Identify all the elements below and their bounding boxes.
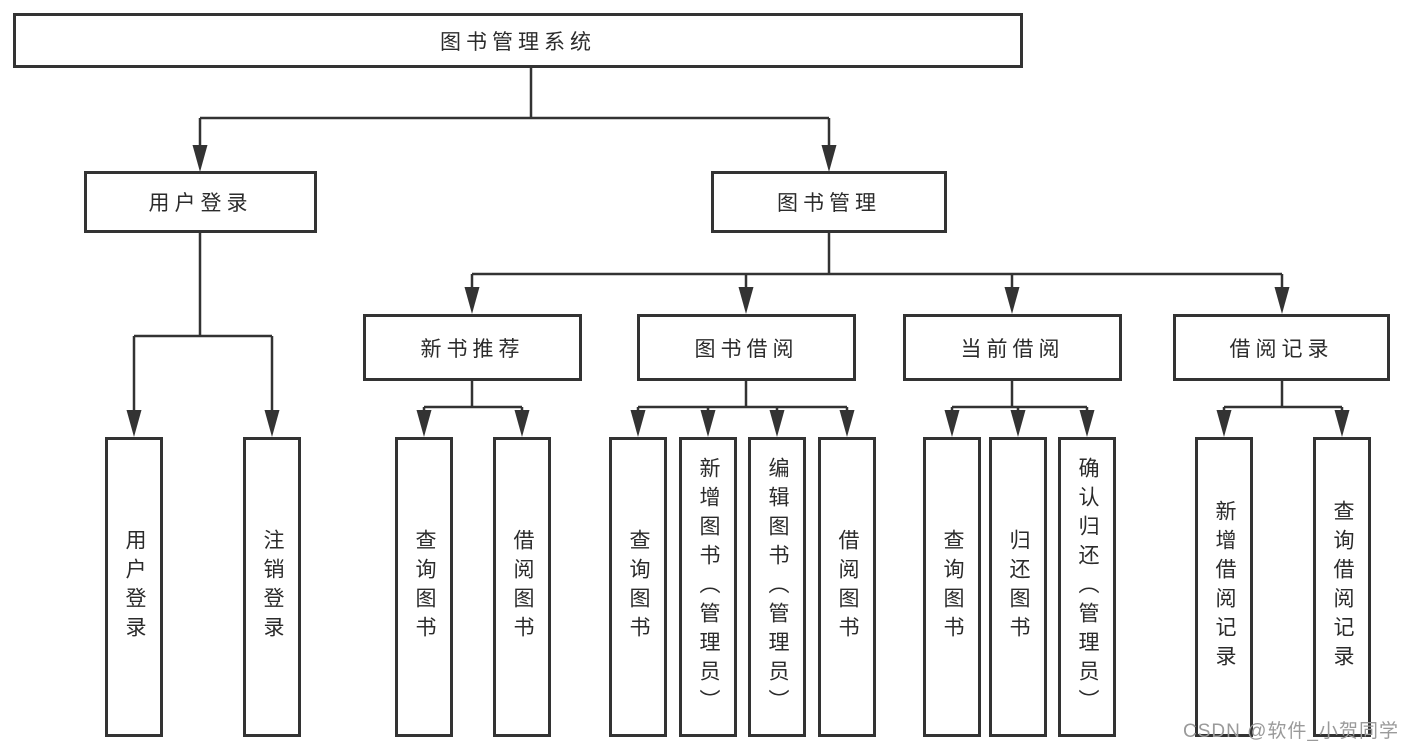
node-leaf-return-books: 归还图书 bbox=[989, 437, 1047, 737]
edge-recommend-bus bbox=[422, 381, 524, 414]
edge-book-mgmt-bus bbox=[470, 233, 1284, 290]
arrowheads bbox=[126, 145, 1350, 437]
node-book-borrowing: 图书借阅 bbox=[637, 314, 856, 381]
node-leaf-edit-books-admin: 编辑图书（管理员） bbox=[748, 437, 806, 737]
node-leaf-confirm-return-admin: 确认归还（管理员） bbox=[1058, 437, 1116, 737]
node-leaf-user-login: 用户登录 bbox=[105, 437, 163, 737]
node-leaf-borrowing-query-books: 查询图书 bbox=[609, 437, 667, 737]
edge-records-bus bbox=[1222, 381, 1344, 414]
node-leaf-borrow-books: 借阅图书 bbox=[818, 437, 876, 737]
edge-borrowing-bus bbox=[636, 381, 849, 414]
node-library-system: 图书管理系统 bbox=[13, 13, 1023, 68]
watermark: CSDN @软件_小贺同学 bbox=[1183, 721, 1399, 742]
node-leaf-recommend-query-books: 查询图书 bbox=[395, 437, 453, 737]
edge-root-bus bbox=[198, 68, 831, 148]
node-leaf-add-borrow-record: 新增借阅记录 bbox=[1195, 437, 1253, 737]
edge-current-bus bbox=[950, 381, 1089, 414]
node-borrowing-records: 借阅记录 bbox=[1173, 314, 1390, 381]
edge-user-login-bus bbox=[132, 233, 274, 413]
node-leaf-current-query-books: 查询图书 bbox=[923, 437, 981, 737]
node-leaf-add-books-admin: 新增图书（管理员） bbox=[679, 437, 737, 737]
node-new-book-recommendation: 新书推荐 bbox=[363, 314, 582, 381]
node-current-borrowing: 当前借阅 bbox=[903, 314, 1122, 381]
node-book-management: 图书管理 bbox=[711, 171, 947, 233]
node-user-login: 用户登录 bbox=[84, 171, 317, 233]
node-leaf-logout: 注销登录 bbox=[243, 437, 301, 737]
node-leaf-recommend-borrow-books: 借阅图书 bbox=[493, 437, 551, 737]
node-leaf-query-borrow-record: 查询借阅记录 bbox=[1313, 437, 1371, 737]
